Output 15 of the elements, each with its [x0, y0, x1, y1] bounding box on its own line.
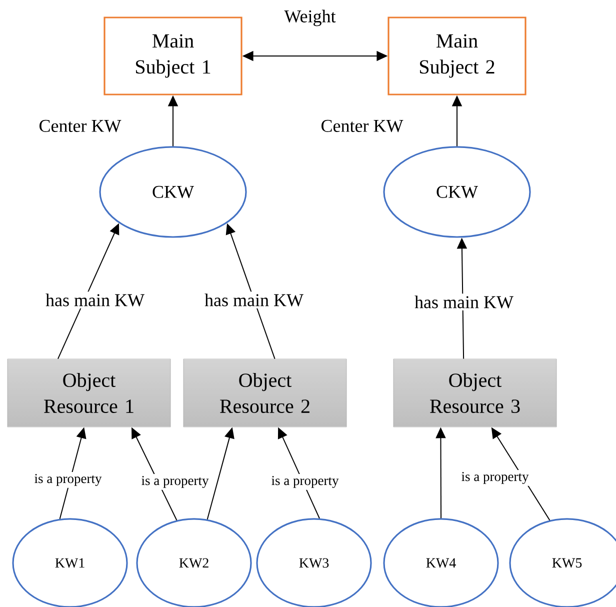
- edge-label: is a property: [32, 472, 104, 488]
- resource-box: Object Resource 1: [7, 358, 171, 428]
- process-box: Main Subject 2: [388, 16, 526, 96]
- edge-label: has main KW: [44, 292, 146, 308]
- edge-label: has main KW: [202, 292, 306, 308]
- edge-label: Center KW: [40, 120, 122, 132]
- process-box: Main Subject 1: [104, 16, 242, 96]
- resource-box: Object Resource 2: [183, 358, 347, 428]
- edge-label: is a property: [459, 470, 531, 486]
- edge-label: Weight: [284, 10, 336, 26]
- resource-box: Object Resource 3: [393, 358, 557, 428]
- edge-label: is a property: [139, 474, 211, 490]
- edge-label: has main KW: [412, 294, 516, 310]
- edge-label: is a property: [269, 474, 341, 490]
- edge-label: Center KW: [322, 120, 404, 132]
